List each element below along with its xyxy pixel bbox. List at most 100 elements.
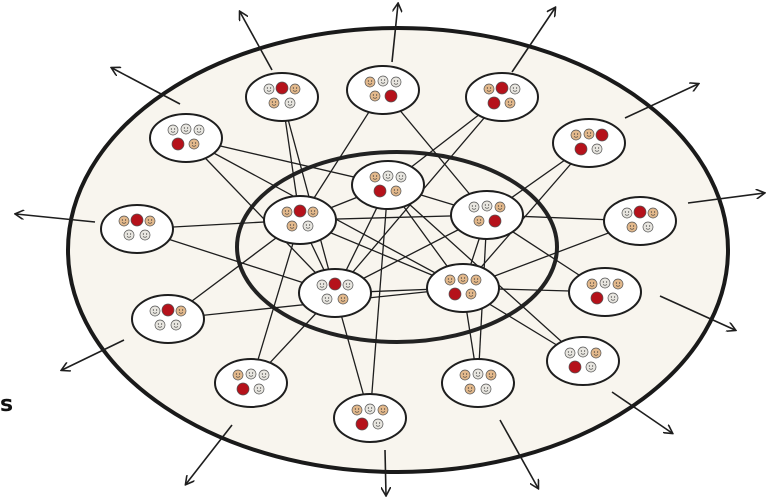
smiley-face-icon: [565, 348, 575, 358]
group-ellipse: [466, 73, 538, 121]
smiley-face-icon: [168, 125, 178, 135]
smiley-face-icon: [264, 84, 274, 94]
smiley-face-icon: [373, 419, 383, 429]
smiley-face-icon: [449, 288, 461, 300]
smiley-face-icon: [481, 384, 491, 394]
smiley-face-icon: [356, 418, 368, 430]
smiley-face-icon: [246, 369, 256, 379]
group-ellipse: [569, 268, 641, 316]
smiley-face-icon: [584, 129, 594, 139]
smiley-face-icon: [303, 221, 313, 231]
smiley-face-icon: [237, 383, 249, 395]
smiley-face-icon: [586, 362, 596, 372]
smiley-face-icon: [181, 124, 191, 134]
smiley-face-icon: [473, 369, 483, 379]
group-node-outer-7: [547, 337, 619, 385]
smiley-face-icon: [474, 216, 484, 226]
outward-arrow-icon: [385, 450, 386, 495]
smiley-face-icon: [587, 279, 597, 289]
group-ellipse: [451, 191, 523, 239]
group-node-outer-13: [150, 114, 222, 162]
group-node-outer-6: [569, 268, 641, 316]
smiley-face-icon: [378, 76, 388, 86]
smiley-face-icon: [488, 97, 500, 109]
smiley-face-icon: [119, 216, 129, 226]
smiley-face-icon: [600, 278, 610, 288]
smiley-face-icon: [352, 405, 362, 415]
smiley-face-icon: [365, 404, 375, 414]
group-node-outer-10: [215, 359, 287, 407]
smiley-face-icon: [124, 230, 134, 240]
group-ellipse: [264, 196, 336, 244]
smiley-face-icon: [471, 275, 481, 285]
smiley-face-icon: [343, 280, 353, 290]
smiley-face-icon: [378, 405, 388, 415]
group-node-outer-8: [442, 359, 514, 407]
smiley-face-icon: [254, 384, 264, 394]
smiley-face-icon: [396, 172, 406, 182]
group-node-outer-3: [466, 73, 538, 121]
group-ellipse: [604, 197, 676, 245]
smiley-face-icon: [460, 370, 470, 380]
group-ellipse: [101, 205, 173, 253]
smiley-face-icon: [370, 172, 380, 182]
group-ellipse: [442, 359, 514, 407]
group-node-inner-top: [352, 161, 424, 209]
smiley-face-icon: [383, 171, 393, 181]
group-ellipse: [347, 66, 419, 114]
smiley-face-icon: [131, 214, 143, 226]
smiley-face-icon: [172, 138, 184, 150]
group-ellipse: [215, 359, 287, 407]
smiley-face-icon: [592, 144, 602, 154]
smiley-face-icon: [445, 275, 455, 285]
smiley-face-icon: [374, 185, 386, 197]
group-ellipse: [352, 161, 424, 209]
smiley-face-icon: [391, 77, 401, 87]
group-ellipse: [547, 337, 619, 385]
smiley-face-icon: [489, 215, 501, 227]
smiley-face-icon: [269, 98, 279, 108]
smiley-face-icon: [294, 205, 306, 217]
smiley-face-icon: [569, 361, 581, 373]
smiley-face-icon: [140, 230, 150, 240]
smiley-face-icon: [155, 320, 165, 330]
group-node-outer-11: [132, 295, 204, 343]
smiley-face-icon: [627, 222, 637, 232]
smiley-face-icon: [622, 208, 632, 218]
group-ellipse: [427, 264, 499, 312]
group-node-inner-lower-left: [299, 269, 371, 317]
smiley-face-icon: [458, 274, 468, 284]
smiley-face-icon: [329, 278, 341, 290]
smiley-face-icon: [496, 82, 508, 94]
smiley-face-icon: [176, 306, 186, 316]
smiley-face-icon: [575, 143, 587, 155]
smiley-face-icon: [495, 202, 505, 212]
smiley-face-icon: [322, 294, 332, 304]
smiley-face-icon: [276, 82, 288, 94]
group-ellipse: [132, 295, 204, 343]
smiley-face-icon: [259, 370, 269, 380]
group-node-outer-9: [334, 394, 406, 442]
outward-arrow-icon: [112, 68, 180, 104]
smiley-face-icon: [486, 370, 496, 380]
group-ellipse: [553, 119, 625, 167]
smiley-face-icon: [233, 370, 243, 380]
smiley-face-icon: [171, 320, 181, 330]
smiley-face-icon: [578, 347, 588, 357]
group-node-outer-2: [347, 66, 419, 114]
smiley-face-icon: [308, 207, 318, 217]
smiley-face-icon: [145, 216, 155, 226]
smiley-face-icon: [482, 201, 492, 211]
smiley-face-icon: [608, 293, 618, 303]
smiley-face-icon: [391, 186, 401, 196]
smiley-face-icon: [290, 84, 300, 94]
smiley-face-icon: [510, 84, 520, 94]
smiley-face-icon: [505, 98, 515, 108]
group-node-outer-12: [101, 205, 173, 253]
smiley-face-icon: [150, 306, 160, 316]
smiley-face-icon: [484, 84, 494, 94]
smiley-face-icon: [596, 129, 608, 141]
smiley-face-icon: [591, 348, 601, 358]
group-ellipse: [246, 73, 318, 121]
smiley-face-icon: [282, 207, 292, 217]
